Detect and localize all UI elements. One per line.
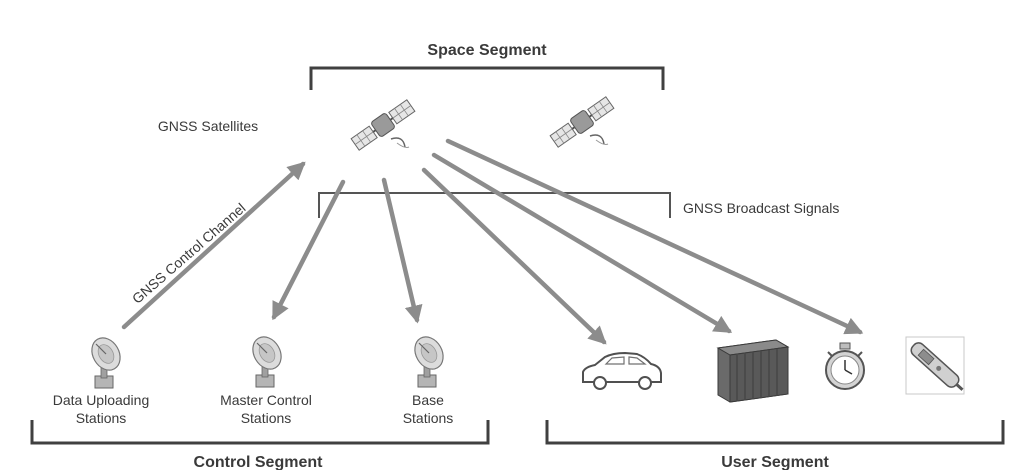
master-stations-label-2: Stations bbox=[241, 410, 292, 426]
space-segment-bracket bbox=[309, 66, 665, 90]
satellite-dish-icon bbox=[246, 331, 288, 388]
control-segment-bracket bbox=[30, 420, 490, 445]
shipping-container-icon bbox=[716, 339, 790, 403]
satellite-icon bbox=[547, 94, 617, 150]
control-channel-arrow bbox=[121, 161, 306, 330]
satellite-dish-icon bbox=[408, 331, 450, 388]
broadcast-arrow-container bbox=[431, 152, 733, 334]
car-icon bbox=[582, 351, 662, 390]
uploading-stations-label-2: Stations bbox=[76, 410, 127, 426]
broadcast-arrow-car bbox=[421, 167, 607, 345]
control-channel-label: GNSS Control Channel bbox=[129, 200, 249, 307]
broadcast-signals-label: GNSS Broadcast Signals bbox=[683, 200, 839, 216]
base-stations-label-2: Stations bbox=[403, 410, 454, 426]
satellite-dish-icon bbox=[85, 332, 127, 389]
satellite-icon bbox=[348, 97, 418, 153]
uploading-stations-label-1: Data Uploading bbox=[53, 392, 150, 408]
handheld-device-icon bbox=[905, 336, 965, 395]
control-segment-label: Control Segment bbox=[194, 454, 324, 470]
user-segment-label: User Segment bbox=[721, 454, 829, 470]
space-segment-label: Space Segment bbox=[427, 42, 547, 59]
broadcast-bracket bbox=[318, 192, 671, 218]
stopwatch-icon bbox=[825, 342, 865, 390]
user-segment-bracket bbox=[545, 420, 1005, 445]
base-stations-label-1: Base bbox=[412, 392, 444, 408]
master-stations-label-1: Master Control bbox=[220, 392, 312, 408]
downlink-arrow-master bbox=[271, 179, 346, 321]
broadcast-arrow-watch bbox=[445, 138, 864, 335]
gnss-satellites-label: GNSS Satellites bbox=[158, 118, 258, 134]
downlink-arrow-base bbox=[381, 177, 423, 324]
